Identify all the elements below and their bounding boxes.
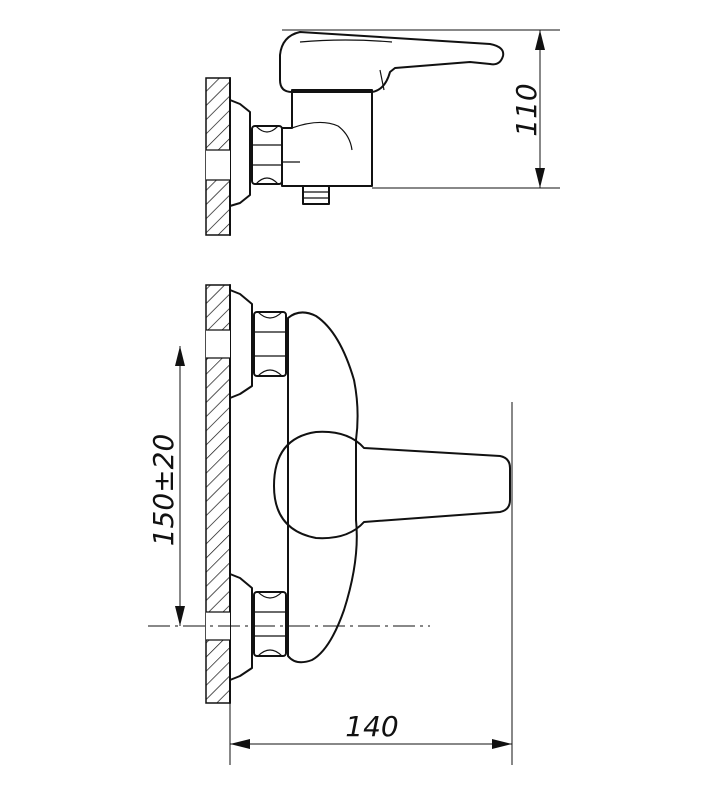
top-outlet-thread	[302, 185, 330, 205]
lower-hex-nut	[253, 591, 287, 657]
lever-handle	[273, 430, 511, 540]
dim-width-label: 140	[345, 710, 398, 743]
top-mixer-body	[281, 89, 373, 187]
dim-spacing-label: 150±20	[147, 434, 180, 547]
dim-height-label: 110	[510, 83, 543, 136]
top-hex-nut	[251, 125, 283, 185]
lower-flange	[229, 573, 253, 681]
top-flange	[229, 99, 251, 207]
top-view: 110	[205, 29, 560, 236]
top-lever-handle	[279, 31, 505, 93]
bottom-view: 150±20 140	[147, 284, 513, 765]
upper-flange	[229, 289, 253, 399]
upper-hex-nut	[253, 311, 287, 377]
mixer-body	[287, 311, 359, 664]
